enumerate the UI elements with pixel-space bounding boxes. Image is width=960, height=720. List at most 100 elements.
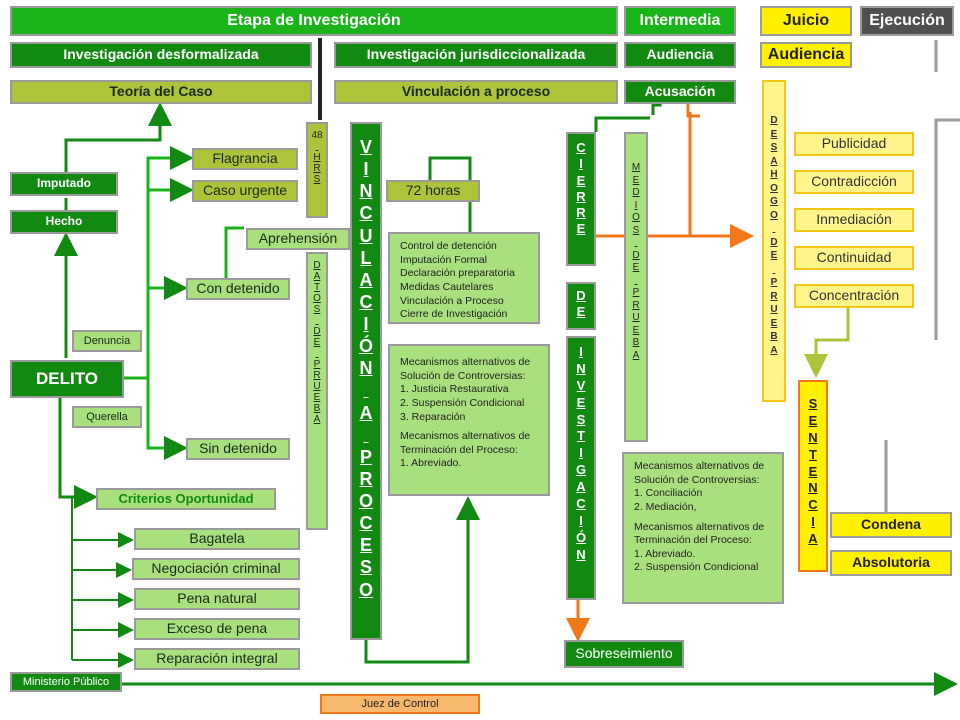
subheader-inv-desformalizada: Investigación desformalizada	[10, 42, 312, 68]
vchar: D	[632, 249, 640, 261]
teoria-del-caso: Teoría del Caso	[10, 80, 312, 104]
vchar: O	[358, 579, 373, 600]
vchar: O	[770, 182, 778, 194]
vchar: B	[632, 337, 640, 348]
mecanismo-line: 1. Conciliación	[634, 487, 703, 500]
vchar: E	[632, 324, 640, 336]
vchar: E	[632, 262, 640, 273]
sin-detenido: Sin detenido	[186, 438, 290, 460]
vchar: U	[313, 381, 321, 392]
medios-de-prueba-vertical: M E D I O S D E P R U E B A	[624, 132, 648, 442]
control-item: Declaración preparatoria	[400, 267, 515, 280]
vchar: D	[576, 288, 586, 303]
hecho: Hecho	[10, 210, 118, 234]
mecanismo-line: Mecanismos alternativos de	[634, 460, 765, 472]
subheader-audiencia-intermedia: Audiencia	[624, 42, 736, 68]
vchar: A	[576, 479, 586, 495]
vchar: D	[313, 260, 321, 271]
vchar: B	[313, 403, 321, 414]
vchar: I	[363, 159, 369, 180]
vinculacion-a-proceso-vertical: V I N C U L A C I Ó N A P R O C E S O	[350, 122, 382, 640]
criterios-oportunidad: Criterios Oportunidad	[96, 488, 276, 510]
hrs-48-char: 48	[311, 130, 323, 141]
mecanismo-line: Terminación del Proceso:	[400, 443, 518, 456]
vchar: N	[359, 181, 373, 202]
vchar: N	[808, 429, 818, 445]
vchar: C	[359, 291, 373, 312]
control-item: Imputación Formal	[400, 253, 487, 266]
vchar	[635, 237, 638, 250]
principio-continuidad: Continuidad	[794, 246, 914, 270]
mecanismo-line: Mecanismos alternativos de	[400, 356, 531, 368]
delito: DELITO	[10, 360, 124, 398]
vchar: E	[770, 250, 778, 261]
vchar: E	[808, 412, 818, 428]
vchar: U	[770, 304, 778, 315]
vchar: E	[770, 317, 778, 329]
vchar: M	[631, 162, 641, 173]
vchar: D	[770, 236, 778, 248]
mecanismo-line: Solución de Controversias:	[400, 369, 526, 382]
vchar: E	[576, 394, 586, 410]
vchar: A	[313, 414, 321, 425]
cierre-vertical: C I E R R E	[566, 132, 596, 266]
vchar: E	[632, 174, 640, 186]
datos-de-prueba-vertical: D A T O S D E P R U E B A	[306, 252, 328, 530]
vchar	[316, 348, 319, 359]
acusacion: Acusación	[624, 80, 736, 104]
imputado: Imputado	[10, 172, 118, 196]
vchar: B	[770, 331, 778, 342]
mecanismo-line: Mecanismos alternativos de	[400, 430, 531, 443]
hrs-48-vertical: 48 H R S	[306, 122, 328, 218]
denuncia: Denuncia	[72, 330, 142, 352]
vchar: E	[359, 535, 372, 556]
vchar: N	[576, 546, 586, 562]
vchar: I	[363, 314, 369, 334]
mecanismo-line: 1. Justicia Restaurativa	[400, 383, 509, 396]
vchar: A	[359, 402, 373, 423]
principio-contradiccion: Contradicción	[794, 170, 914, 194]
control-item: Vinculación a Proceso	[400, 294, 504, 307]
vchar: D	[632, 187, 640, 198]
subheader-inv-jurisdiccionalizada: Investigación jurisdiccionalizada	[334, 42, 618, 68]
header-intermedia: Intermedia	[624, 6, 736, 36]
vchar: L	[360, 247, 372, 268]
vchar: P	[770, 277, 778, 288]
vchar: P	[359, 446, 372, 467]
mecanismo-line: Terminación del Proceso:	[634, 534, 752, 547]
juez-de-control: Juez de Control	[320, 694, 480, 714]
vchar: A	[359, 269, 373, 290]
sentencia-vertical: S E N T E N C I A	[798, 380, 828, 572]
caso-urgente: Caso urgente	[192, 180, 298, 202]
hrs-48-char: S	[313, 174, 321, 185]
absolutoria: Absolutoria	[830, 550, 952, 576]
vchar	[773, 263, 776, 277]
vchar: E	[313, 337, 321, 348]
vchar: D	[313, 326, 321, 337]
vchar: C	[359, 203, 373, 224]
mecanismo-line: 1. Abreviado.	[400, 457, 462, 470]
mecanismo-line: Solución de Controversias:	[634, 473, 760, 486]
header-juicio: Juicio	[760, 6, 852, 36]
vchar: N	[576, 360, 586, 376]
vchar: O	[358, 491, 373, 511]
vchar: P	[313, 359, 321, 370]
mecanismo-line: 3. Reparación	[400, 410, 466, 423]
criterio-bagatela: Bagatela	[134, 528, 300, 550]
vchar: I	[634, 199, 638, 211]
vchar: E	[313, 392, 321, 403]
vchar: E	[576, 221, 586, 237]
vchar: N	[808, 480, 818, 496]
vchar: I	[811, 514, 815, 530]
vchar: A	[770, 344, 778, 356]
control-list-box: Control de detención Imputación Formal D…	[388, 232, 540, 324]
mecanismo-line: 2. Mediación,	[634, 500, 697, 513]
vchar	[363, 424, 368, 446]
vinculacion-a-proceso: Vinculación a proceso	[334, 80, 618, 104]
vchar: P	[632, 287, 640, 298]
vchar: H	[770, 169, 778, 180]
hrs-48-char: H	[313, 152, 321, 163]
desahogo-de-prueba-vertical: D E S A H O G O D E P R U E B A	[762, 80, 786, 402]
sobreseimiento: Sobreseimiento	[564, 640, 684, 668]
vchar: U	[359, 225, 373, 246]
